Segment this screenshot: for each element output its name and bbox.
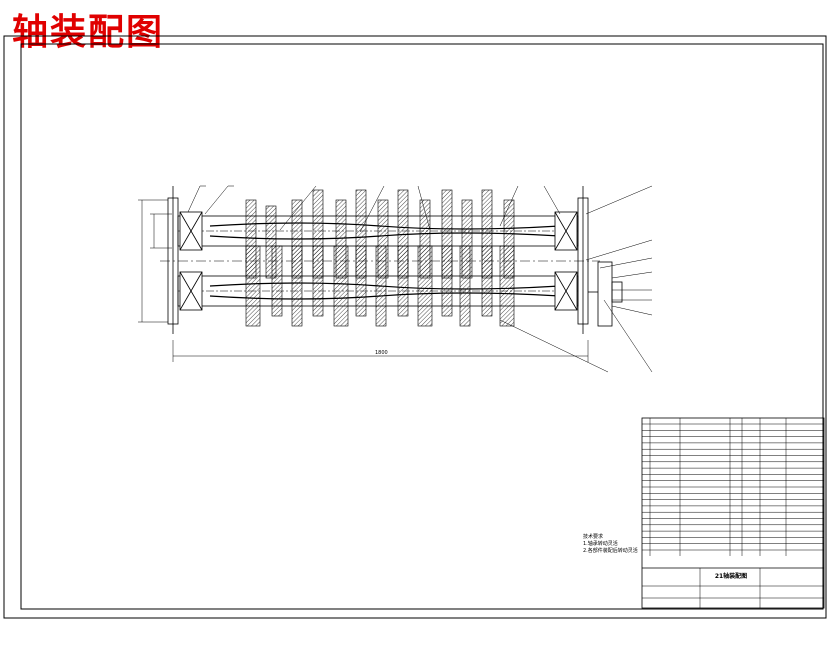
note-2: 2.各部件装配后转动灵活 [583,548,638,554]
outer-frame [3,35,827,619]
drawing-title: 轴装配图 [12,11,165,53]
notes-title: 技术要求 [583,534,604,540]
title-block-name: 21轴装配图 [714,573,748,580]
upper-discs [245,189,515,279]
parts-list [641,417,825,609]
inner-border [20,43,824,610]
shaft-assembly [160,186,623,334]
note-1: 1.轴承转动灵活 [583,541,618,547]
technical-notes: 技术要求 1.轴承转动灵活 2.各部件装配后转动灵活 [583,534,643,555]
lower-discs [245,245,515,327]
leader-lines [187,185,653,373]
dimensions [138,199,589,362]
overall-length-dim: 1800 [375,350,388,356]
